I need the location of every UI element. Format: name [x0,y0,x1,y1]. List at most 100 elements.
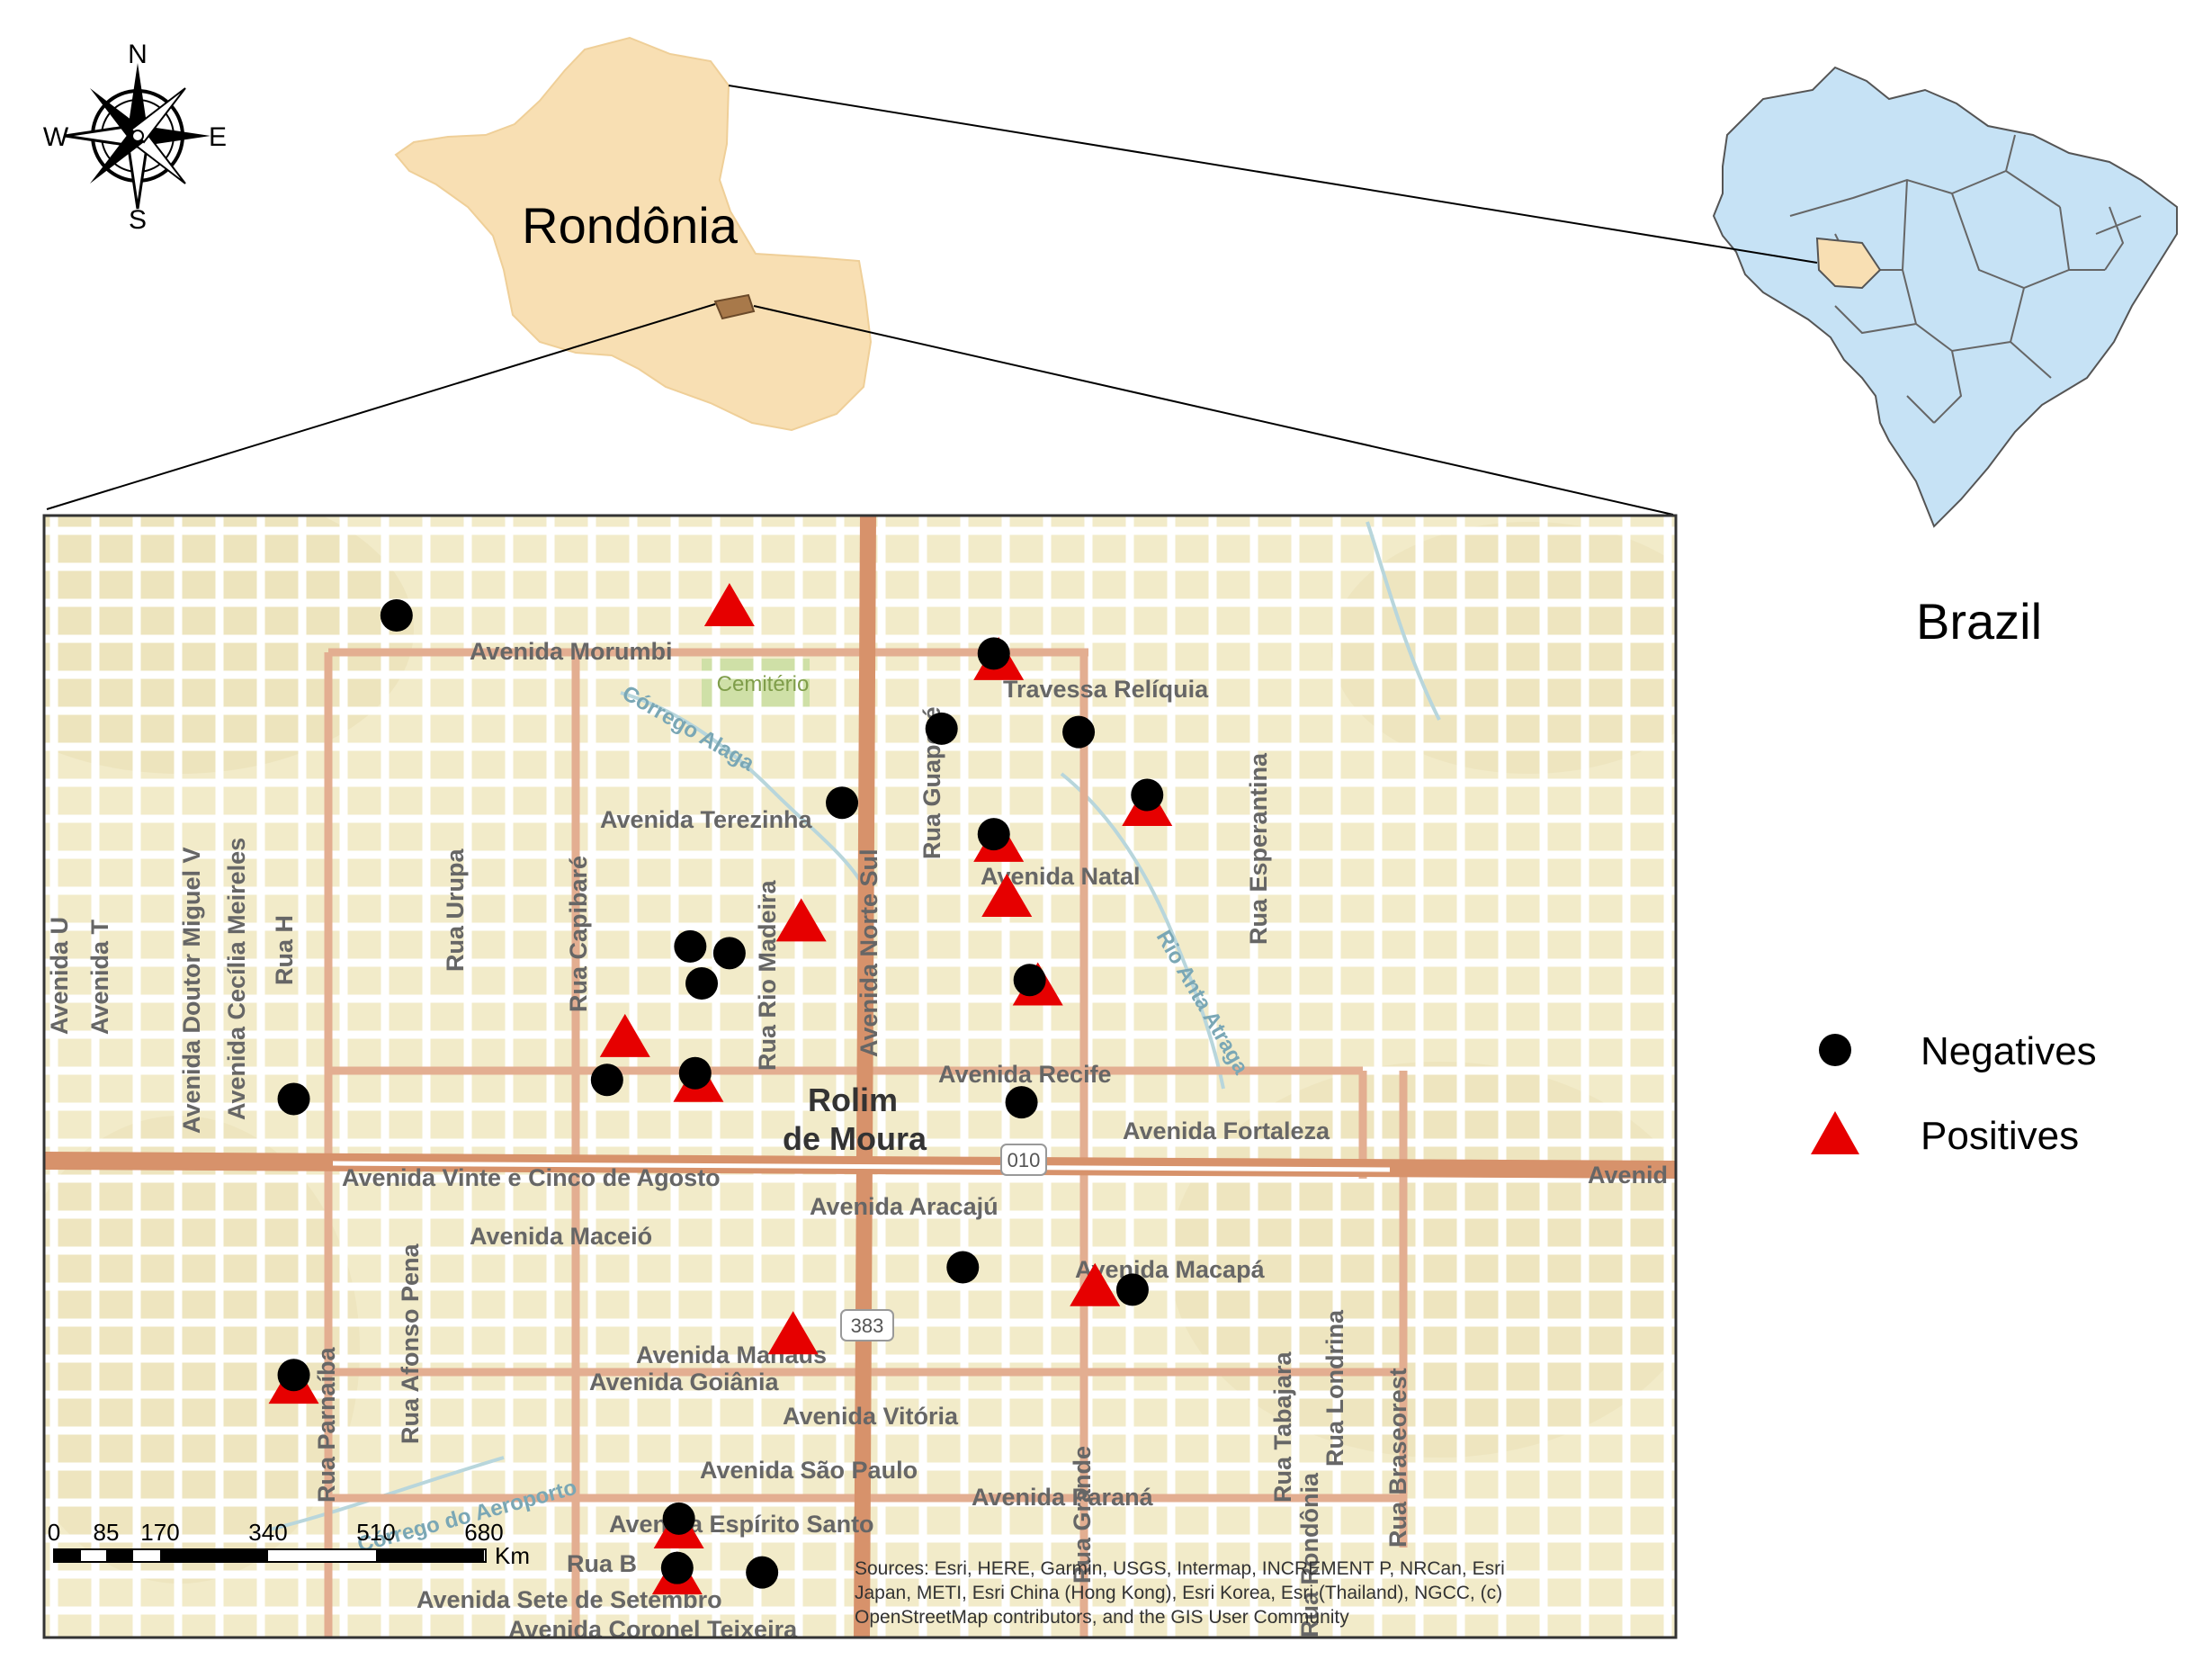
positive-point [599,1013,650,1057]
negative-point [712,937,746,970]
negative-point [380,598,413,632]
city-map-frame: 010 383 Avenida Morumbi Travessa Relíqui… [42,514,1678,1643]
negative-point [662,1502,695,1535]
negative-point [746,1556,779,1589]
street-label: Rua B [567,1550,637,1577]
city-label-line2: de Moura [783,1120,927,1157]
street-label: Avenida Doutor Miguel V [178,847,205,1134]
attribution-line2: Japan, METI, Esri China (Hong Kong), Esr… [855,1583,1502,1603]
street-label: Avenida Goiânia [589,1368,780,1395]
street-label: Rua Londrina [1321,1309,1348,1467]
street-label: Avenida Norte Sul [855,848,882,1057]
brazil-country-shape: Brazil [1712,66,2178,650]
street-label: Avenida T [86,919,113,1035]
street-label: Avenid [1588,1162,1668,1189]
positive-point [767,1311,819,1355]
negative-point [660,1551,694,1584]
street-label: Avenida Vitória [783,1403,959,1430]
street-label: Avenida Maceió [470,1223,652,1250]
road-shield-010: 010 [1000,1144,1047,1176]
street-labels: Avenida Morumbi Travessa Relíquia Avenid… [46,638,1668,1643]
negative-point [826,786,859,820]
shield-383-label: 383 [851,1315,884,1337]
scale-tick-label: 510 [356,1519,395,1546]
negative-point [590,1063,623,1097]
negative-point [277,1359,310,1392]
attribution-text: Sources: Esri, HERE, Garmin, USGS, Inter… [855,1558,1505,1628]
negative-point [685,966,719,1000]
compass-w-label: W [43,122,69,152]
street-label: Travessa Relíquia [1003,676,1209,703]
street-label: Rua Braseorest [1384,1368,1411,1548]
negative-point [1115,1273,1149,1306]
negative-point [674,929,707,963]
legend-positive-marker [1811,1111,1859,1154]
shield-010-label: 010 [1007,1149,1041,1171]
compass-rose-icon: N S W E [43,40,227,235]
legend: Negatives Positives [1811,1029,2097,1158]
street-label: Avenida U [46,917,73,1035]
positive-point [703,583,755,627]
street-label: Rua Grande [1069,1446,1096,1584]
street-label: Avenida Coronel Teixeira [508,1616,798,1643]
street-label: Rua Rondônia [1296,1472,1323,1638]
negative-points-layer [277,598,1164,1589]
negative-point [277,1082,310,1116]
rondonia-state-shape: Rondônia [394,36,873,432]
street-label: Rua Parnaíba [313,1346,340,1503]
inset-connector-lines [46,85,1818,516]
street-label: Avenida Morumbi [470,638,673,665]
negative-point [1013,964,1046,997]
street-label: Rua Rio Madeira [754,879,781,1071]
negative-point [1062,715,1096,749]
negative-point [946,1251,980,1284]
street-label: Rua Urupa [442,848,469,973]
negative-point [1131,778,1164,812]
scale-tick-label: 680 [464,1519,503,1546]
legend-negatives-label: Negatives [1921,1029,2097,1073]
street-label: Avenida Macapá [1075,1256,1266,1283]
street-label: Avenida Espírito Santo [609,1511,874,1538]
major-roads [44,516,1676,1638]
rondonia-label: Rondônia [522,197,739,254]
scale-tick-label: 340 [248,1519,287,1546]
compass-s-label: S [129,205,147,235]
negative-point [925,712,958,745]
scale-tick-label: 85 [94,1519,120,1546]
street-label: Avenida Paraná [972,1484,1154,1511]
attribution-line3: OpenStreetMap contributors, and the GIS … [855,1607,1349,1628]
positive-point [775,898,827,942]
street-label: Rua Afonso Pena [397,1243,424,1444]
street-label: Avenida Vinte e Cinco de Agosto [342,1164,721,1191]
street-label: Rua Capibaré [565,856,592,1012]
legend-negative-marker [1819,1034,1851,1066]
scale-tick-label: 170 [140,1519,179,1546]
street-label: Rua Esperantina [1245,752,1272,945]
cemetery-label: Cemitério [717,672,810,696]
compass-e-label: E [209,122,227,152]
negative-point [977,637,1010,670]
scale-bar: 0 85 170 340 510 680 Km [48,1519,530,1569]
street-label: Rua Tabajara [1269,1350,1296,1503]
street-label: Avenida Recife [938,1061,1112,1088]
scale-tick-label: 0 [48,1519,60,1546]
street-label: Avenida Terezinha [600,806,813,833]
street-label: Avenida São Paulo [700,1457,918,1484]
legend-positives-label: Positives [1921,1114,2079,1158]
negative-point [977,818,1010,851]
positive-point [981,873,1033,917]
street-label: Avenida Fortaleza [1123,1117,1330,1144]
road-shield-383: 383 [840,1309,894,1341]
attribution-line1: Sources: Esri, HERE, Garmin, USGS, Inter… [855,1558,1505,1579]
street-label: Avenida Cecília Meireles [223,838,250,1120]
scale-unit-label: Km [495,1542,530,1569]
positive-point [1070,1262,1121,1306]
street-label: Rua H [271,915,298,985]
negative-point [1005,1086,1038,1119]
brazil-label: Brazil [1916,593,2042,650]
city-label-line1: Rolim [808,1081,898,1118]
negative-point [678,1056,712,1090]
street-label: Avenida Aracajú [810,1193,999,1220]
compass-n-label: N [128,40,148,69]
